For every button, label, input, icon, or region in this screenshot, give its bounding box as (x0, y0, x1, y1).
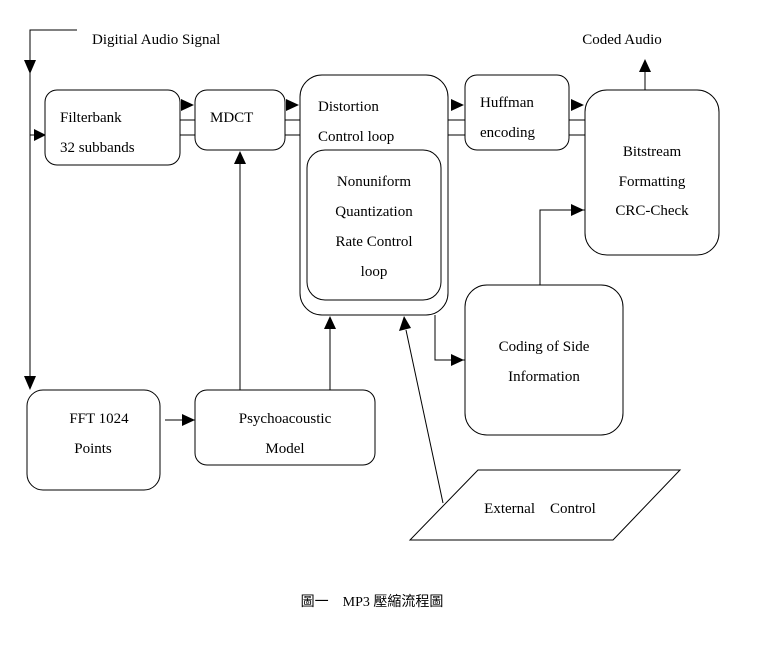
arrowhead-up (399, 316, 411, 331)
quantization-line-1: Nonuniform (337, 174, 411, 190)
fft-line-1: FFT 1024 (69, 411, 129, 427)
arrowhead-right (182, 414, 195, 426)
bitstream-box (584, 89, 720, 256)
quantization-line-3: Rate Control (335, 234, 412, 250)
arrowhead-up (234, 151, 246, 164)
bitstream-line-2: Formatting (619, 174, 686, 190)
arrowhead-right (181, 99, 194, 111)
arrowhead-up (324, 316, 336, 329)
distortion-to-side-info-line (434, 315, 465, 361)
side-info-to-bitstream-line (539, 209, 585, 285)
bitstream-line-1: Bitstream (623, 144, 682, 160)
quantization-line-4: loop (361, 264, 388, 280)
side-info-line-1: Coding of Side (499, 339, 590, 355)
input-label: Digitial Audio Signal (92, 32, 220, 48)
distortion-line-2: Control loop (318, 129, 394, 145)
output-label: Coded Audio (582, 32, 662, 48)
arrowhead-right (286, 99, 299, 111)
distortion-line-1: Distortion (318, 99, 379, 115)
fft-line-2: Points (74, 441, 112, 457)
arrowhead-up (639, 59, 651, 72)
arrowhead-right (451, 354, 464, 366)
filterbank-line-1: Filterbank (60, 110, 122, 126)
side-info-box (464, 284, 624, 436)
arrowhead-down (24, 376, 36, 390)
side-info-line-2: Information (508, 369, 580, 385)
quantization-line-2: Quantization (335, 204, 413, 220)
arrowhead-right (571, 204, 584, 216)
arrowhead-right (571, 99, 584, 111)
psycho-line-2: Model (265, 441, 304, 457)
external-control-shape (408, 469, 682, 541)
input-signal-line (29, 29, 77, 380)
huffman-box (464, 74, 570, 151)
figure-caption: 圖一 MP3 壓縮流程圖 (301, 594, 444, 610)
psycho-line-1: Psychoacoustic (239, 411, 332, 427)
external-control-label: External Control (484, 501, 596, 517)
filterbank-line-2: 32 subbands (60, 140, 135, 156)
quantization-box (306, 149, 442, 301)
huffman-line-1: Huffman (480, 95, 534, 111)
mdct-label: MDCT (210, 110, 253, 126)
arrowhead-right (451, 99, 464, 111)
filterbank-box (44, 89, 181, 166)
huffman-line-2: encoding (480, 125, 535, 141)
arrowhead-right (34, 129, 46, 141)
bitstream-line-3: CRC-Check (615, 203, 689, 219)
arrowhead-down (24, 60, 36, 74)
psychoacoustic-box (194, 389, 376, 466)
external-to-distortion-line (405, 329, 444, 504)
fft-box (26, 389, 161, 491)
